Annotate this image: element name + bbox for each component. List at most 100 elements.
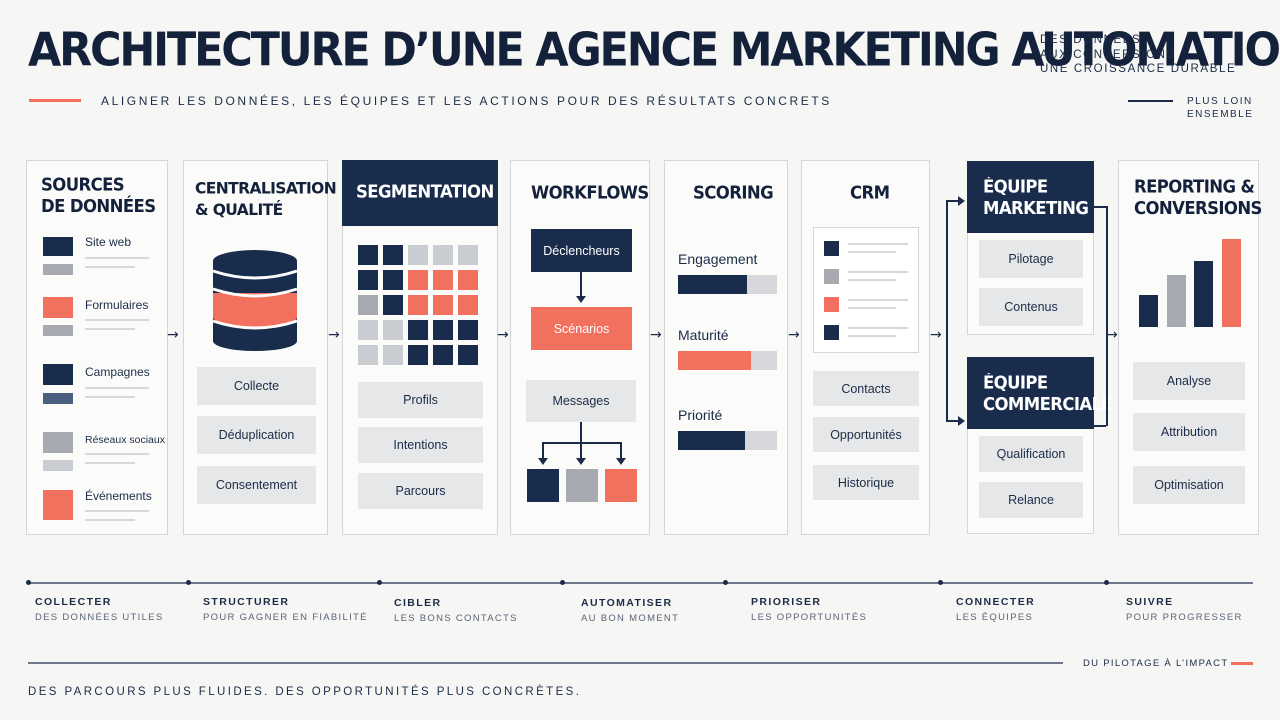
score-fill: [678, 431, 746, 450]
segment-cell: [433, 295, 453, 315]
arrow-right-icon: [958, 196, 965, 206]
side-note: PLUS LOIN ENSEMBLE: [1187, 95, 1253, 121]
segment-grid: [358, 245, 482, 365]
branch-line: [946, 200, 948, 421]
item-collecte[interactable]: Collecte: [197, 367, 316, 405]
timeline-step: PRIORISER LES OPPORTUNITÉS: [751, 596, 867, 623]
source-swatch: [43, 460, 73, 471]
step-messages[interactable]: Messages: [526, 380, 636, 422]
item-deduplication[interactable]: Déduplication: [197, 416, 316, 454]
report-bar: [1139, 295, 1158, 327]
arrow-right-icon: →: [788, 327, 800, 343]
step-subtitle: LES OPPORTUNITÉS: [751, 612, 868, 623]
item-pilotage[interactable]: Pilotage: [979, 240, 1083, 278]
panel-workflows: WORKFLOWS Déclencheurs Scénarios Message…: [510, 160, 650, 535]
score-label: Engagement: [678, 251, 758, 267]
source-swatch: [43, 297, 73, 318]
navy-divider: [1128, 100, 1173, 102]
item-profils[interactable]: Profils: [358, 382, 483, 418]
branch-line: [946, 420, 960, 422]
footer-right-note: DU PILOTAGE À L’IMPACT: [1083, 658, 1229, 669]
record-swatch: [824, 241, 839, 256]
step-subtitle: DES DONNÉES UTILES: [35, 612, 164, 623]
panel-team-commerciale: ÉQUIPE COMMERCIALE Qualification Relance: [967, 357, 1113, 534]
timeline-dot: [938, 580, 943, 585]
step-title: COLLECTER: [35, 596, 112, 608]
tagline-line: AUX CONVERSIONS: [1040, 48, 1176, 61]
database-icon: [212, 250, 298, 351]
step-subtitle: LES BONS CONTACTS: [394, 613, 518, 624]
step-declencheurs[interactable]: Déclencheurs: [531, 229, 632, 272]
segment-cell: [383, 270, 403, 290]
coral-divider: [1231, 662, 1253, 665]
panel-scoring: SCORING Engagement Maturité Priorité: [664, 160, 788, 535]
timeline-dot: [560, 580, 565, 585]
item-historique[interactable]: Historique: [813, 465, 919, 500]
tagline-line: UNE CROISSANCE DURABLE: [1040, 63, 1237, 75]
step-scenarios[interactable]: Scénarios: [531, 307, 632, 350]
channel-block: [566, 469, 598, 502]
merge-line: [1094, 206, 1106, 208]
item-qualification[interactable]: Qualification: [979, 436, 1083, 472]
score-label: Priorité: [678, 407, 723, 423]
score-fill: [678, 275, 748, 294]
panel-title: SEGMENTATION: [356, 182, 494, 202]
text-line: [848, 307, 896, 309]
segment-cell: [433, 320, 453, 340]
item-attribution[interactable]: Attribution: [1133, 413, 1245, 451]
step-title: CIBLER: [394, 597, 442, 609]
step-title: AUTOMATISER: [581, 597, 673, 609]
text-line: [85, 266, 135, 268]
timeline-dot: [723, 580, 728, 585]
item-analyse[interactable]: Analyse: [1133, 362, 1245, 400]
panel-title: REPORTING & CONVERSIONS: [1134, 177, 1262, 219]
arrow-down-icon: [576, 458, 586, 465]
coral-divider: [29, 99, 81, 102]
panel-centralisation: CENTRALISATION & QUALITÉ Collecte Dédupl…: [183, 160, 337, 535]
step-title: STRUCTURER: [203, 596, 290, 608]
panel-title: CENTRALISATION & QUALITÉ: [195, 178, 337, 220]
connector-line: [580, 442, 582, 460]
arrow-down-icon: [616, 458, 626, 465]
segment-cell: [358, 270, 378, 290]
text-line: [848, 299, 908, 301]
segment-cell: [358, 295, 378, 315]
segment-cell: [383, 320, 403, 340]
item-contacts[interactable]: Contacts: [813, 371, 919, 406]
title-line: COMMERCIALE: [983, 394, 1113, 414]
report-bar: [1222, 239, 1241, 327]
segment-cell: [408, 295, 428, 315]
score-bar-maturite: [678, 351, 777, 370]
segment-cell: [433, 345, 453, 365]
text-line: [85, 519, 135, 521]
connector-line: [542, 442, 621, 444]
item-opportunites[interactable]: Opportunités: [813, 417, 919, 452]
text-line: [848, 335, 896, 337]
timeline-step: AUTOMATISER AU BON MOMENT: [581, 597, 679, 624]
item-intentions[interactable]: Intentions: [358, 427, 483, 463]
item-contenus[interactable]: Contenus: [979, 288, 1083, 326]
panel-title: ÉQUIPE COMMERCIALE: [983, 373, 1113, 415]
segment-cell: [458, 270, 478, 290]
item-parcours[interactable]: Parcours: [358, 473, 483, 509]
panel-header: ÉQUIPE COMMERCIALE: [967, 357, 1113, 429]
arrow-right-icon: →: [1106, 327, 1118, 343]
connector-line: [580, 272, 582, 300]
source-swatch: [43, 490, 73, 520]
merge-line: [1106, 206, 1108, 426]
connector-line: [542, 442, 544, 460]
side-note-line: PLUS LOIN: [1187, 96, 1253, 107]
step-subtitle: AU BON MOMENT: [581, 613, 680, 624]
timeline-dot: [1104, 580, 1109, 585]
item-relance[interactable]: Relance: [979, 482, 1083, 518]
arrow-right-icon: →: [930, 327, 942, 343]
source-label: Site web: [85, 235, 132, 249]
footer-tagline: DES PARCOURS PLUS FLUIDES. DES OPPORTUNI…: [28, 686, 582, 698]
channel-block: [605, 469, 637, 502]
item-optimisation[interactable]: Optimisation: [1133, 466, 1245, 504]
report-bar: [1167, 275, 1186, 327]
panel-header: ÉQUIPE MARKETING: [967, 161, 1094, 233]
step-subtitle: POUR PROGRESSER: [1126, 612, 1243, 623]
text-line: [85, 453, 149, 455]
item-consentement[interactable]: Consentement: [197, 466, 316, 504]
